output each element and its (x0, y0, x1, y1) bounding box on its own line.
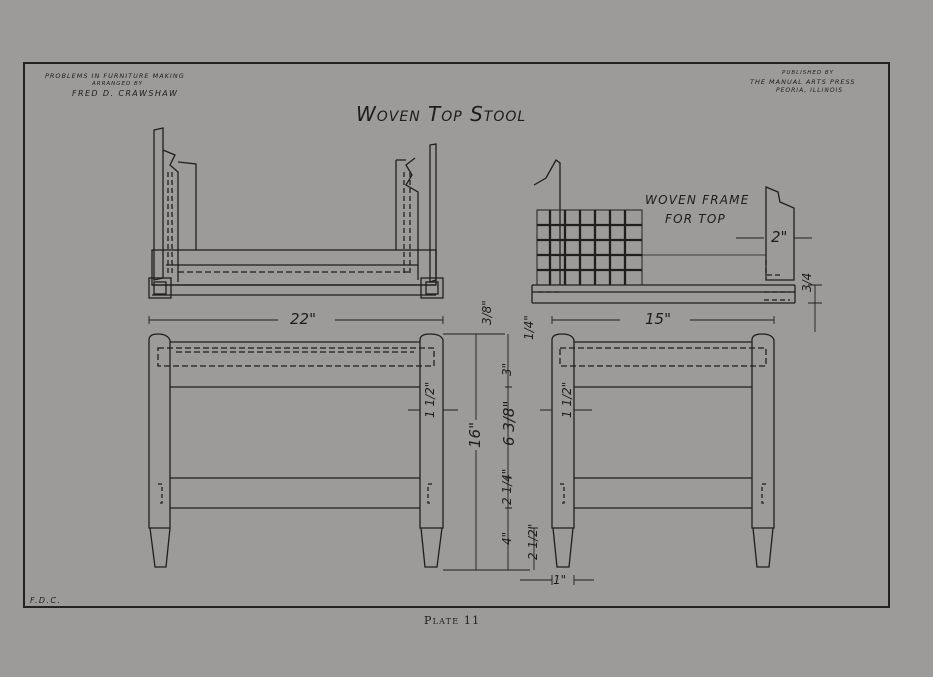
series-line: PROBLEMS IN FURNITURE MAKING (45, 72, 185, 80)
dim-leg-offset-left: 1 1/2" (423, 381, 437, 418)
dim-middle-span: 6 3/8" (500, 400, 518, 446)
publisher: THE MANUAL ARTS PRESS (750, 78, 856, 86)
dimension-lines (148, 237, 822, 585)
woven-frame-view (531, 159, 796, 304)
woven-frame-label-2: FOR TOP (665, 212, 726, 226)
dim-lower-rail: 2 1/4" (500, 468, 514, 505)
dim-frame-inset: 2" (771, 228, 788, 246)
dim-top-offset-a: 3/8" (480, 300, 494, 325)
drawing-plate (23, 62, 890, 608)
woven-frame-label-1: WOVEN FRAME (645, 193, 750, 207)
dim-top-offset-b: 1/4" (522, 315, 536, 340)
location: PEORIA, ILLINOIS (776, 87, 844, 94)
front-elevation (148, 333, 444, 568)
dim-top-width: 22" (290, 310, 316, 328)
dim-top-depth: 15" (645, 310, 671, 328)
published-by: PUBLISHED BY (782, 70, 834, 76)
dim-rail-thickness: 3/4 (800, 272, 814, 292)
plate-caption: Plate 11 (424, 614, 481, 627)
author: FRED D. CRAWSHAW (72, 89, 179, 98)
arranged-by: ARRANGED BY (92, 81, 144, 87)
dim-height-total: 16" (466, 422, 484, 448)
dim-bottom-span: 4" (500, 531, 514, 545)
side-elevation (551, 333, 775, 568)
top-view (148, 127, 444, 299)
dim-taper: 2 1/2" (526, 523, 540, 560)
drawing-title: Woven Top Stool (356, 102, 527, 126)
dim-leg-offset-right: 1 1/2" (560, 381, 574, 418)
signature: F.D.C. (30, 596, 62, 605)
dim-leg-width: 1" (553, 573, 567, 587)
dim-upper-rail: 3" (500, 362, 514, 376)
